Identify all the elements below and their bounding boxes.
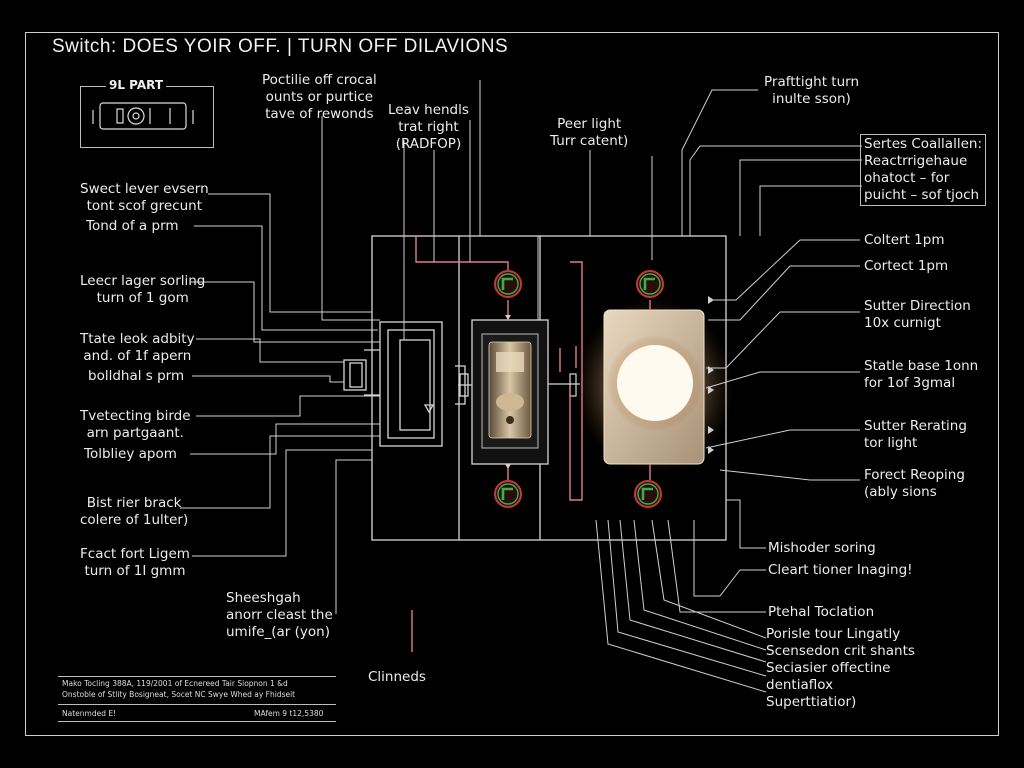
label-bottom-6: Porisle tour Lingatly Scensedon crit sha… <box>766 626 915 710</box>
label-bottom-2: Clinneds <box>368 669 426 685</box>
label-right-7: Forect Reoping (ably sions <box>864 467 965 500</box>
label-top-1: Poctilie off crocal ounts or purtice tav… <box>262 72 377 122</box>
label-left-9: Fcact fort Ligem turn of 1I gmm <box>80 546 190 579</box>
footer-left-field: Natenmded E! <box>62 709 117 718</box>
label-top-2: Leav hendls trat right (RADFOP) <box>388 102 469 152</box>
part-icon <box>92 102 194 130</box>
terminal-top-left <box>494 270 522 298</box>
terminal-bottom-right <box>634 480 662 508</box>
lamp <box>574 298 734 474</box>
label-bottom-3: Mishoder soring <box>768 540 876 556</box>
label-left-2: Tond of a prm <box>86 218 179 234</box>
label-right-5: Statle base 1onn for 1of 3gmal <box>864 358 979 391</box>
arrow-markers <box>505 296 714 469</box>
diagram-frame <box>25 32 999 736</box>
label-bottom-1: Sheeshgah anorr cleast the umife_(ar (yo… <box>226 590 333 640</box>
leader-lines <box>180 80 862 693</box>
label-right-6: Sutter Rerating tor light <box>864 418 967 451</box>
footer-right-field: MAfem 9 t12,5380 <box>254 709 324 718</box>
label-bottom-4: Cleart tioner Inaging! <box>768 562 913 578</box>
toggle-switch <box>471 319 580 465</box>
part-title: 9L PART <box>106 78 167 92</box>
label-top-4: Prafttight turn inulte sson) <box>764 74 860 107</box>
footer-mid-rule <box>58 704 336 705</box>
footer-bottom-rule <box>58 721 336 722</box>
terminal-bottom-left <box>494 480 522 508</box>
label-bottom-5: Ptehal Toclation <box>768 604 875 620</box>
wires <box>411 236 651 652</box>
footer-line-2: Onstoble of Stlity Bosigneat, Socet NC S… <box>62 690 296 699</box>
label-left-6: Tvetecting birde arn partgaant. <box>80 408 191 441</box>
label-right-3: Cortect 1pm <box>864 258 949 274</box>
label-right-boxed: Sertes Coallallen: Reactrrigehaue ohatoc… <box>860 134 986 206</box>
label-left-7: Tolbliey apom <box>84 446 177 462</box>
footer-top-rule <box>58 676 336 677</box>
terminal-top-right <box>636 270 664 298</box>
label-top-3: Peer light Turr catent) <box>550 116 629 149</box>
label-right-4: Sutter Direction 10x curnigt <box>864 298 971 331</box>
label-right-2: Coltert 1pm <box>864 232 945 248</box>
footer-line-1: Mako Tocling 388A, 119/2001 of Ecnereed … <box>62 679 288 688</box>
page-title: Switch: DOES YOIR OFF. | TURN OFF DILAVI… <box>52 36 509 57</box>
label-left-5: bolldhal s prm <box>88 368 185 384</box>
label-left-8: Bist rier brack colere of 1ulter) <box>80 495 189 528</box>
label-left-4: Ttate leok adbity and. of 1f apern <box>80 331 195 364</box>
terminals <box>494 270 664 508</box>
label-left-3: Leecr lager sorling turn of 1 gom <box>80 273 206 306</box>
switch-mechanism <box>343 321 472 447</box>
label-left-1: Swect lever evsern tont scof grecunt <box>80 181 209 214</box>
